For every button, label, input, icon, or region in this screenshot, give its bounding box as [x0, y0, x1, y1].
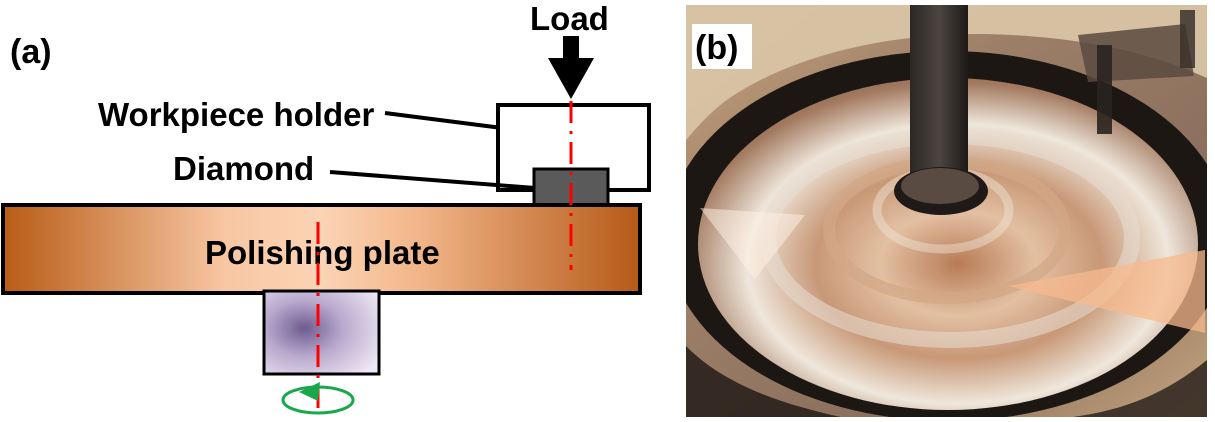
- load-arrow: [548, 36, 594, 99]
- panel-b-label-box: [692, 24, 752, 69]
- panel-b-label: (b): [695, 29, 738, 67]
- panel-a-label: (a): [10, 33, 52, 71]
- panel-b-photo: (b): [686, 5, 1207, 417]
- diamond-label: Diamond: [173, 150, 314, 187]
- polishing-plate-label: Polishing plate: [205, 234, 440, 271]
- load-label: Load: [530, 0, 609, 37]
- workpiece-holder-leader-line: [384, 111, 503, 130]
- shaft: [910, 5, 968, 181]
- rotation-arrow-icon: [281, 382, 355, 415]
- panel-a: (a) Load Workpiece holder Diamond Polish…: [1, 0, 651, 415]
- motor-block: [262, 289, 381, 376]
- diamond-leader-line: [329, 170, 536, 190]
- workpiece-holder-label: Workpiece holder: [98, 96, 374, 133]
